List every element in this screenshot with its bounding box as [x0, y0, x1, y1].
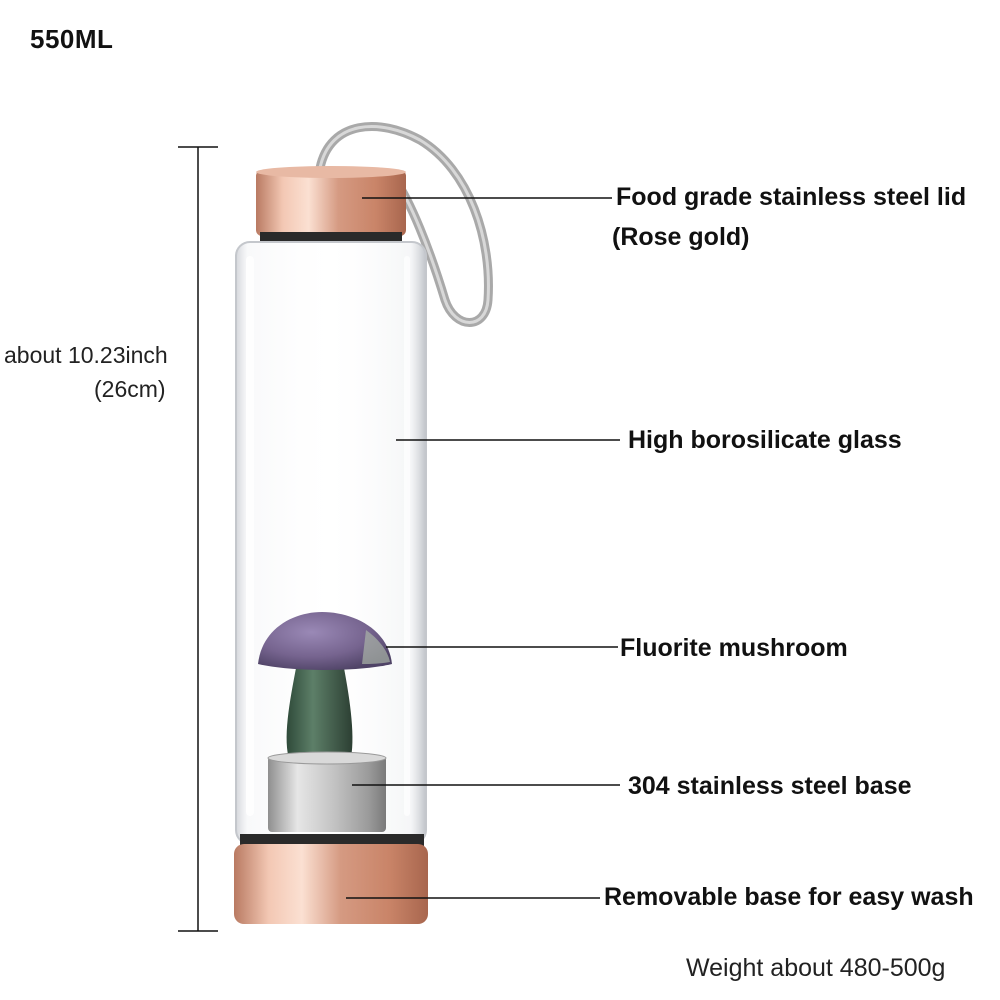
mushroom-label: Fluorite mushroom — [620, 634, 848, 662]
weight-label: Weight about 480-500g — [686, 954, 946, 982]
height-dimension-line — [178, 146, 218, 932]
lid-color-label: (Rose gold) — [612, 223, 750, 251]
glass-body — [235, 241, 427, 845]
lid-label: Food grade stainless steel lid — [616, 183, 967, 211]
steel-base-label: 304 stainless steel base — [628, 772, 912, 800]
glass-label: High borosilicate glass — [628, 426, 902, 454]
fluorite-mushroom — [258, 612, 392, 762]
callout-lines — [346, 197, 620, 899]
removable-base — [234, 834, 428, 924]
removable-base-label: Removable base for easy wash — [604, 883, 974, 911]
height-label-metric: (26cm) — [94, 376, 166, 402]
height-label: about 10.23inch — [4, 342, 168, 368]
rose-gold-lid — [256, 166, 406, 242]
steel-base — [267, 751, 387, 832]
capacity-label: 550ML — [30, 24, 114, 54]
